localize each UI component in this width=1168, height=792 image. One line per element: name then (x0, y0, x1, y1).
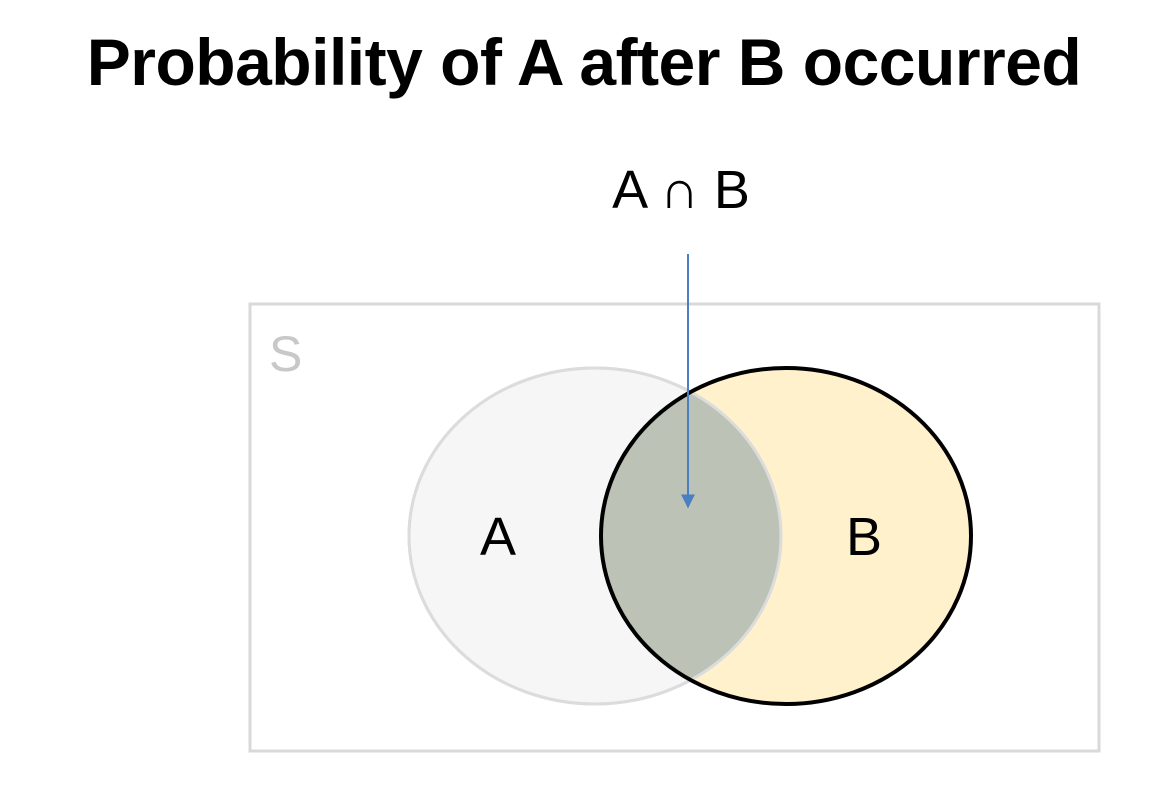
sample-space-box (248, 302, 1101, 753)
page-title: Probability of A after B occurred (86, 25, 1082, 99)
set-b-label: B (846, 507, 882, 567)
sample-space-label: S (269, 326, 302, 382)
set-a-inner-outline (407, 366, 783, 706)
intersection-label: A ∩ B (612, 160, 750, 220)
set-a-label: A (480, 507, 516, 567)
intersection-region (601, 368, 781, 704)
set-b-outline (599, 366, 973, 706)
